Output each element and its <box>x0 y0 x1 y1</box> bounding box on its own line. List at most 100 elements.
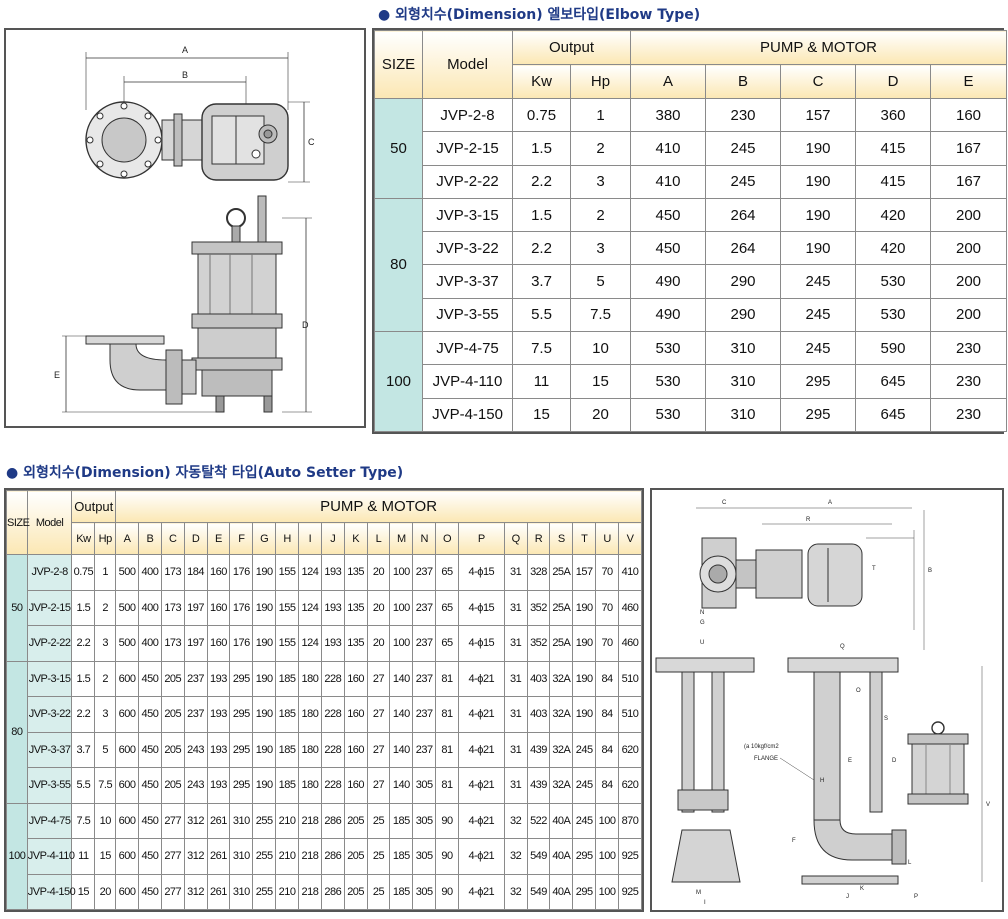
auto-value-cell: 237 <box>412 696 437 733</box>
size-cell: 80 <box>374 197 423 333</box>
model-cell: JVP-4-150 <box>422 397 513 433</box>
header-hp: Hp <box>570 64 631 99</box>
header-col-c: C <box>780 64 856 99</box>
size-cell: 100 <box>374 331 423 432</box>
auto-value-cell: 20 <box>366 625 391 662</box>
auto-value-cell: 925 <box>618 873 642 910</box>
value-cell: 245 <box>780 264 856 299</box>
auto-value-cell: 31 <box>503 767 528 804</box>
auto-value-cell: 25 <box>366 802 391 839</box>
value-cell: 157 <box>780 97 856 133</box>
auto-value-cell: 228 <box>320 660 345 697</box>
auto-label-a: A <box>828 500 832 506</box>
value-cell: 167 <box>930 164 1007 199</box>
auto-value-cell: 522 <box>526 802 551 839</box>
auto-header-col-o: O <box>435 522 459 555</box>
header-col-b: B <box>705 64 781 99</box>
auto-value-cell: 190 <box>572 660 597 697</box>
value-cell: 230 <box>930 364 1007 399</box>
auto-value-cell: 176 <box>229 625 254 662</box>
model-cell: JVP-2-22 <box>422 164 513 199</box>
auto-value-cell: 295 <box>229 696 254 733</box>
auto-value-cell: 2.2 <box>71 625 96 662</box>
auto-label-i: I <box>704 900 706 906</box>
auto-model-cell: JVP-3-37 <box>26 731 73 768</box>
auto-value-cell: 40A <box>549 838 574 875</box>
value-cell: 450 <box>630 197 706 233</box>
auto-value-cell: 237 <box>412 625 437 662</box>
value-cell: 410 <box>630 164 706 199</box>
dim-label-d: D <box>302 320 309 330</box>
size-cell: 50 <box>374 98 423 199</box>
auto-value-cell: 160 <box>206 589 231 626</box>
auto-value-cell: 500 <box>115 625 139 662</box>
value-cell: 200 <box>930 197 1007 233</box>
auto-value-cell: 190 <box>252 554 277 591</box>
auto-header-col-q: Q <box>503 522 528 555</box>
auto-size-cell: 100 <box>6 802 28 910</box>
auto-value-cell: 160 <box>343 696 368 733</box>
auto-value-cell: 410 <box>618 554 642 591</box>
value-cell: 7.5 <box>512 331 571 366</box>
auto-value-cell: 400 <box>137 625 162 662</box>
auto-label-o: O <box>856 688 861 694</box>
header-col-a: A <box>630 64 706 99</box>
auto-header-col-i: I <box>297 522 322 555</box>
auto-value-cell: 20 <box>366 589 391 626</box>
auto-label-t: T <box>872 566 876 572</box>
auto-value-cell: 140 <box>389 660 414 697</box>
auto-value-cell: 1 <box>94 554 117 591</box>
auto-header-col-j: J <box>320 522 345 555</box>
auto-value-cell: 90 <box>435 838 459 875</box>
value-cell: 415 <box>855 131 931 166</box>
auto-header-col-d: D <box>183 522 208 555</box>
value-cell: 15 <box>570 364 631 399</box>
auto-value-cell: 305 <box>412 873 437 910</box>
auto-value-cell: 439 <box>526 731 551 768</box>
header-col-d: D <box>855 64 931 99</box>
auto-value-cell: 81 <box>435 696 459 733</box>
dim-label-b: B <box>182 70 188 80</box>
auto-value-cell: 1.5 <box>71 589 96 626</box>
auto-value-cell: 925 <box>618 838 642 875</box>
auto-value-cell: 31 <box>503 731 528 768</box>
value-cell: 200 <box>930 297 1007 333</box>
auto-value-cell: 32A <box>549 731 574 768</box>
auto-value-cell: 185 <box>275 731 299 768</box>
value-cell: 200 <box>930 231 1007 266</box>
auto-label-c: C <box>722 500 727 506</box>
auto-value-cell: 205 <box>160 731 185 768</box>
auto-value-cell: 450 <box>137 838 162 875</box>
header-col-e: E <box>930 64 1007 99</box>
value-cell: 190 <box>780 164 856 199</box>
auto-value-cell: 100 <box>595 838 619 875</box>
auto-value-cell: 32A <box>549 696 574 733</box>
auto-header-col-m: M <box>389 522 414 555</box>
auto-value-cell: 27 <box>366 660 391 697</box>
auto-value-cell: 277 <box>160 838 185 875</box>
auto-model-cell: JVP-4-110 <box>26 838 75 875</box>
auto-value-cell: 70 <box>595 589 619 626</box>
auto-value-cell: 155 <box>275 625 299 662</box>
auto-value-cell: 155 <box>275 589 299 626</box>
value-cell: 310 <box>705 331 781 366</box>
auto-value-cell: 450 <box>137 767 162 804</box>
auto-value-cell: 135 <box>343 625 368 662</box>
auto-value-cell: 160 <box>206 554 231 591</box>
auto-value-cell: 4-ϕ15 <box>457 625 505 662</box>
auto-value-cell: 312 <box>183 802 208 839</box>
auto-value-cell: 25A <box>549 625 574 662</box>
auto-value-cell: 228 <box>320 767 345 804</box>
auto-label-e: E <box>848 758 852 764</box>
auto-value-cell: 620 <box>618 767 642 804</box>
value-cell: 2 <box>570 197 631 233</box>
value-cell: 5.5 <box>512 297 571 333</box>
auto-value-cell: 27 <box>366 731 391 768</box>
